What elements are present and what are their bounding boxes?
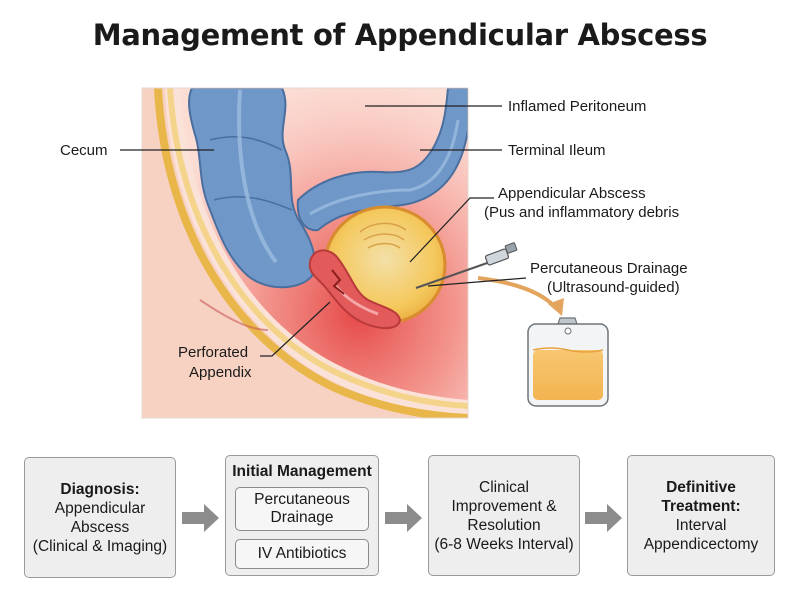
diagnosis-line: Appendicular <box>54 499 146 517</box>
definitive-heading: Treatment: <box>661 497 741 515</box>
flow-arrow-1 <box>182 504 219 532</box>
label-drainage-line2: (Ultrasound-guided) <box>547 279 680 296</box>
iv-antibiotics-subbox: IV Antibiotics <box>235 539 369 569</box>
label-perforated-line2: Appendix <box>189 364 252 381</box>
leader-perforated-appendix <box>260 301 331 357</box>
flow-arrow-3 <box>585 504 622 532</box>
improvement-line: Resolution <box>467 516 541 534</box>
diagnosis-line: (Clinical & Imaging) <box>32 537 168 555</box>
label-inflamed-peritoneum: Inflamed Peritoneum <box>508 98 646 115</box>
leader-drainage <box>427 277 527 287</box>
label-cecum: Cecum <box>60 142 108 159</box>
percutaneous-drainage-subbox: Percutaneous Drainage <box>235 487 369 531</box>
definitive-line: Appendicectomy <box>643 535 759 553</box>
clinical-improvement-box: Clinical Improvement & Resolution (6-8 W… <box>428 455 580 576</box>
definitive-treatment-box: Definitive Treatment: Interval Appendice… <box>627 455 775 576</box>
leader-abscess <box>409 197 494 263</box>
label-abscess-line2: (Pus and inflammatory debris <box>484 204 679 221</box>
label-terminal-ileum: Terminal Ileum <box>508 142 606 159</box>
page-title: Management of Appendicular Abscess <box>92 18 708 52</box>
subbox-line: Percutaneous <box>254 491 350 508</box>
diagnosis-line: Abscess <box>70 518 130 536</box>
initial-management-heading: Initial Management <box>232 463 372 480</box>
improvement-line: Improvement & <box>451 497 557 515</box>
improvement-line: Clinical <box>479 478 529 496</box>
diagnosis-box: Diagnosis: Appendicular Abscess (Clinica… <box>24 457 176 578</box>
flow-arrow-2 <box>385 504 422 532</box>
improvement-line: (6-8 Weeks Interval) <box>434 535 574 553</box>
subbox-line: Drainage <box>270 509 334 526</box>
initial-management-box: Initial Management Percutaneous Drainage… <box>225 455 379 576</box>
drainage-arrow <box>477 276 558 310</box>
diagnosis-heading: Diagnosis: <box>60 480 140 498</box>
definitive-line: Interval <box>675 516 727 534</box>
label-drainage-line1: Percutaneous Drainage <box>530 260 688 277</box>
drainage-bag <box>527 317 609 407</box>
drainage-needle <box>415 242 518 289</box>
terminal-ileum-shape <box>296 88 468 232</box>
label-abscess-line1: Appendicular Abscess <box>498 185 646 202</box>
definitive-heading: Definitive <box>666 478 736 496</box>
label-perforated-line1: Perforated <box>178 344 248 361</box>
